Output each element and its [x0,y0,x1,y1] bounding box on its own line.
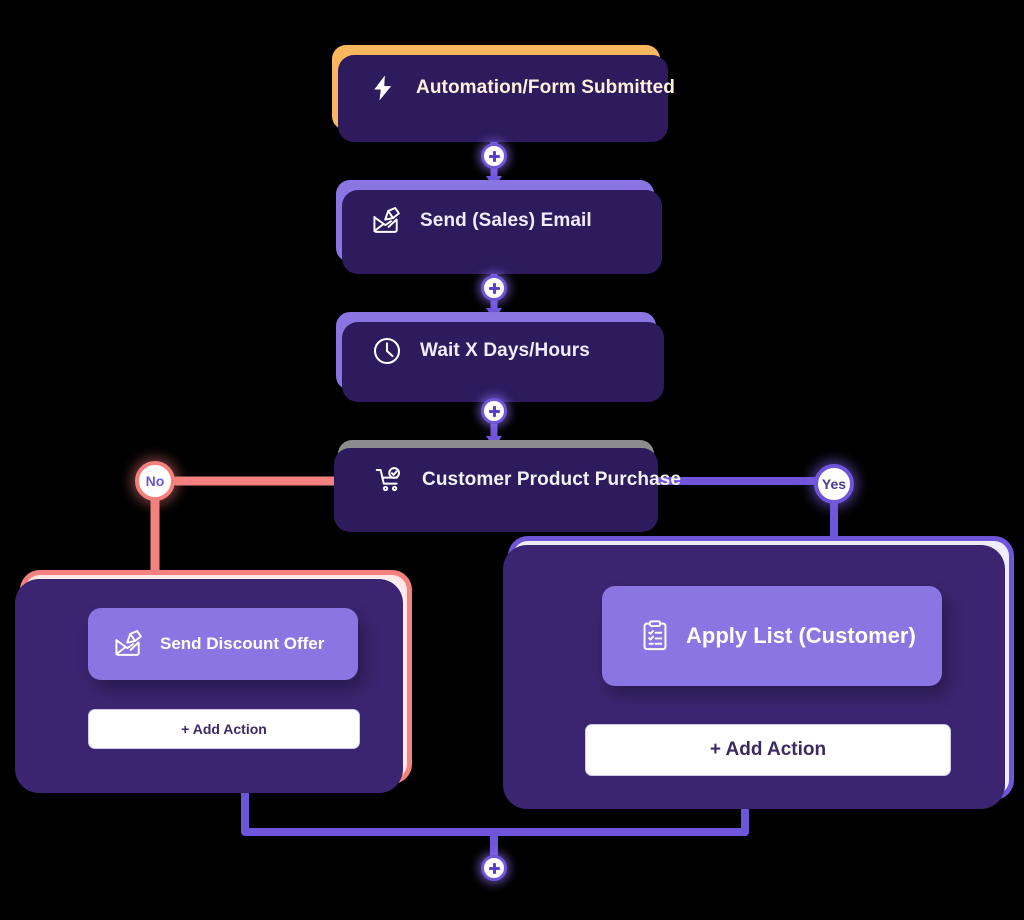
branch-badge-yes-label: Yes [821,476,847,492]
envelope-pencil-icon [112,627,146,661]
action-label: Apply List (Customer) [686,623,916,648]
branch-badge-no[interactable]: No [135,461,175,501]
node-label: Automation/Form Submitted [416,76,675,98]
add-step-button-after-merge[interactable] [481,855,507,881]
action-label: Send Discount Offer [160,634,325,653]
node-label: Wait X Days/Hours [420,340,590,361]
shopping-cart-icon [372,463,406,497]
node-send-sales-email[interactable]: Send (Sales) Email [336,180,662,274]
branch-badge-no-label: No [145,473,165,489]
branch-badge-yes[interactable]: Yes [814,464,854,504]
node-customer-product-purchase[interactable]: Customer Product Purchase [334,440,681,532]
add-step-button-after-email[interactable] [481,275,507,301]
node-shadow [338,55,668,142]
node-shadow [342,322,664,402]
add-action-label: + Add Action [709,739,827,760]
action-send-discount-offer[interactable]: Send Discount Offer [88,608,358,680]
node-label: Send (Sales) Email [420,210,592,231]
node-label: Customer Product Purchase [422,469,682,490]
action-apply-list-customer[interactable]: Apply List (Customer) [602,586,942,686]
add-step-button-after-wait[interactable] [481,398,507,424]
node-shadow [334,448,658,532]
add-action-button-no-branch[interactable]: + Add Action [88,709,360,749]
node-automation-form-submitted[interactable]: Automation/Form Submitted [332,45,675,142]
node-wait-x-days-hours[interactable]: Wait X Days/Hours [336,312,664,402]
add-action-label: + Add Action [181,721,267,737]
envelope-pencil-icon [370,204,404,238]
branch-card-no[interactable]: Send Discount Offer + Add Action [15,570,412,793]
add-action-button-yes-branch[interactable]: + Add Action [585,724,951,776]
add-step-button-after-trigger[interactable] [481,143,507,169]
lightning-bolt-icon [366,71,400,105]
clipboard-checklist-icon [638,619,672,653]
clock-icon [370,334,404,368]
branch-card-yes[interactable]: Apply List (Customer) + Add Action [503,536,1014,809]
